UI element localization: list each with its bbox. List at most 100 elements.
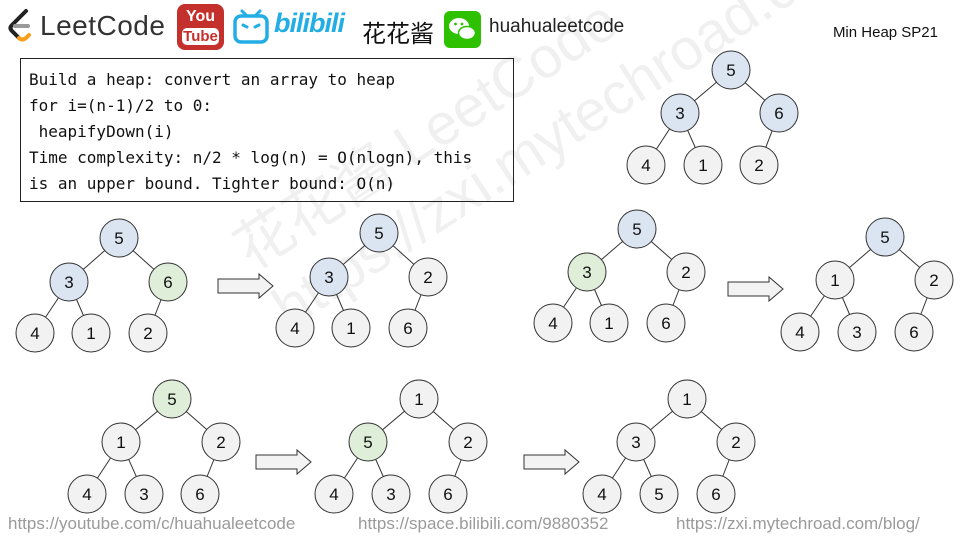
- tree-node-value: 1: [698, 156, 707, 175]
- tree-node-value: 3: [64, 273, 73, 292]
- tree-node: 1: [101, 422, 141, 462]
- tree-node: 1: [71, 313, 111, 353]
- tree-node-value: 2: [929, 271, 938, 290]
- tree-node-value: 3: [386, 485, 395, 504]
- tree-node-value: 6: [711, 485, 720, 504]
- tree-node: 3: [837, 312, 877, 352]
- tree-node: 6: [894, 312, 934, 352]
- tree-node: 6: [646, 303, 686, 343]
- tree-node: 5: [865, 217, 905, 257]
- code-line: is an upper bound. Tighter bound: O(n): [29, 174, 396, 193]
- tree-node-value: 1: [604, 314, 613, 333]
- tree-node-circle: [399, 379, 439, 419]
- channel-name-en: huahualeetcode: [489, 16, 625, 37]
- tree-node: 2: [716, 422, 756, 462]
- tree-node-value: 2: [143, 324, 152, 343]
- tree-node: 2: [739, 145, 779, 185]
- tree-node-value: 1: [414, 390, 423, 409]
- tree-node: 4: [626, 145, 666, 185]
- tree-node-value: 1: [830, 271, 839, 290]
- tree-node: 4: [314, 474, 354, 514]
- tree-node-circle: [696, 474, 736, 514]
- right-arrow-icon: [523, 448, 580, 476]
- tree-node-circle: [567, 252, 607, 292]
- code-line: Time complexity: n/2 * log(n) = O(nlogn)…: [29, 148, 473, 167]
- tree-node: 4: [15, 313, 55, 353]
- tree-node-value: 4: [795, 323, 804, 342]
- code-line: heapifyDown(i): [29, 122, 174, 141]
- tree-node-circle: [371, 474, 411, 514]
- tree-node: 5: [639, 474, 679, 514]
- tree-node-value: 5: [726, 61, 735, 80]
- tree-node: 3: [616, 422, 656, 462]
- tree-node-circle: [617, 209, 657, 249]
- tree-node-circle: [152, 379, 192, 419]
- tree-node: 2: [128, 313, 168, 353]
- tree-node-value: 3: [582, 263, 591, 282]
- tree-node-circle: [914, 260, 954, 300]
- tree-node-value: 1: [116, 433, 125, 452]
- tree-node-value: 5: [632, 220, 641, 239]
- tree-node-circle: [639, 474, 679, 514]
- tree-node-circle: [348, 422, 388, 462]
- tree-node-circle: [71, 313, 111, 353]
- tree-node: 3: [49, 262, 89, 302]
- tree-node-value: 5: [363, 433, 372, 452]
- tree-node: 1: [815, 260, 855, 300]
- tree-node-value: 6: [661, 314, 670, 333]
- tree-node-value: 5: [654, 485, 663, 504]
- tree-node-circle: [646, 303, 686, 343]
- tree-node: 5: [617, 209, 657, 249]
- leetcode-icon: [8, 9, 31, 42]
- code-line: Build a heap: convert an array to heap: [29, 70, 396, 89]
- tree-node-value: 3: [631, 433, 640, 452]
- tree-node-circle: [128, 313, 168, 353]
- tree-node: 5: [359, 213, 399, 253]
- tree-node-circle: [739, 145, 779, 185]
- tree-node: 2: [408, 257, 448, 297]
- tree-node-value: 2: [681, 263, 690, 282]
- tree-node-value: 4: [548, 314, 557, 333]
- tree-node-circle: [894, 312, 934, 352]
- tree-node-value: 4: [329, 485, 338, 504]
- tree-node-value: 5: [167, 390, 176, 409]
- tree-node: 4: [67, 474, 107, 514]
- tree-node: 3: [660, 93, 700, 133]
- tree-node: 6: [696, 474, 736, 514]
- tree-node-circle: [660, 93, 700, 133]
- tree-node: 1: [589, 303, 629, 343]
- tree-node-circle: [711, 50, 751, 90]
- tree-node: 2: [666, 252, 706, 292]
- tree-node-circle: [582, 474, 622, 514]
- tree-node-circle: [201, 422, 241, 462]
- page-title: Min Heap SP21: [832, 24, 938, 41]
- tree-node-value: 5: [880, 228, 889, 247]
- tree-node: 4: [582, 474, 622, 514]
- tree-node-value: 4: [82, 485, 91, 504]
- tree-node-value: 1: [682, 390, 691, 409]
- tree-node: 3: [309, 257, 349, 297]
- tree-node-value: 6: [163, 273, 172, 292]
- tree-node-circle: [533, 303, 573, 343]
- tree-node-circle: [448, 422, 488, 462]
- tree-node-circle: [99, 218, 139, 258]
- tree-node-circle: [331, 308, 371, 348]
- tree-node-value: 6: [195, 485, 204, 504]
- tree-node-value: 1: [346, 319, 355, 338]
- channel-name-cn: 花花酱: [362, 20, 434, 48]
- tree-node: 6: [428, 474, 468, 514]
- tree-node-value: 3: [675, 104, 684, 123]
- tree-node: 5: [711, 50, 751, 90]
- tree-node: 4: [275, 308, 315, 348]
- tree-node-circle: [388, 308, 428, 348]
- tree-node-circle: [428, 474, 468, 514]
- tree-node: 4: [780, 312, 820, 352]
- tree-node-value: 4: [290, 319, 299, 338]
